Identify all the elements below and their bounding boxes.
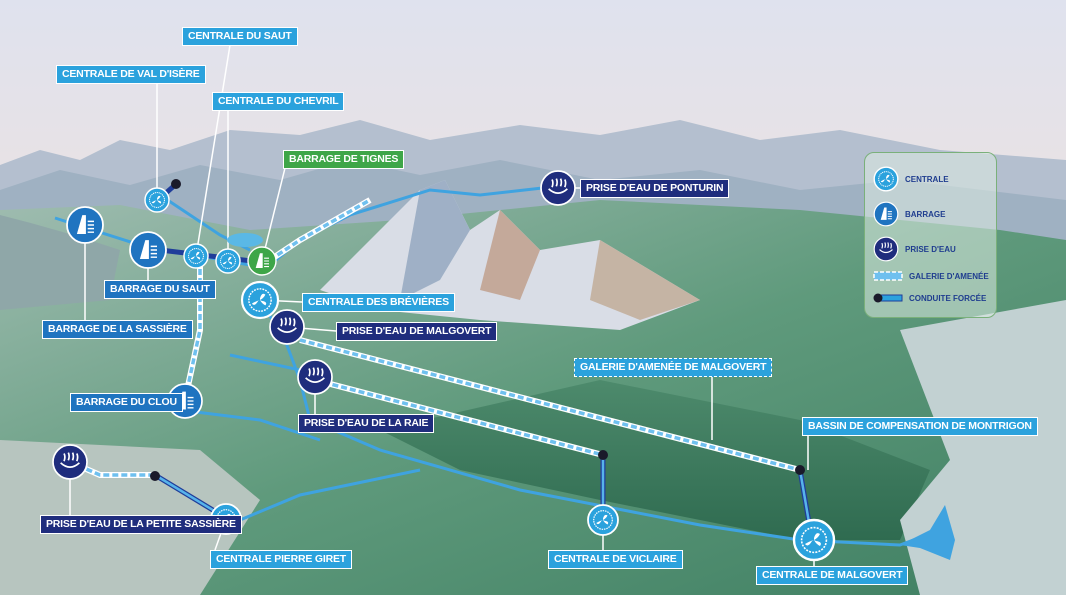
centrale-val-isere-icon[interactable] [145, 188, 169, 212]
barrage-tignes-icon[interactable] [247, 246, 277, 276]
prise-ponturin-icon[interactable] [540, 170, 576, 206]
conduite-icon [873, 293, 903, 303]
centrale-malgovert-icon[interactable] [794, 520, 834, 560]
prise-icon [873, 236, 899, 262]
label-barrage-du-clou[interactable]: BARRAGE DU CLOU [70, 393, 183, 412]
centrale-du-chevril-icon[interactable] [216, 249, 240, 273]
label-centrale-val-isere[interactable]: CENTRALE DE VAL D'ISÈRE [56, 65, 206, 84]
label-centrale-du-chevril[interactable]: CENTRALE DU CHEVRIL [212, 92, 345, 111]
barrage-icon [873, 201, 899, 227]
legend-item-centrale: CENTRALE [873, 166, 949, 192]
centrale-viclaire-icon[interactable] [588, 505, 618, 535]
legend-label: GALERIE D'AMENÉE [909, 271, 989, 281]
centrale-brevieres-icon[interactable] [242, 282, 278, 318]
legend: CENTRALE BARRAGE PRISE D'EAU GALERIE D'A… [864, 152, 997, 318]
prise-petite-sassiere-icon[interactable] [52, 444, 88, 480]
label-centrale-malgovert[interactable]: CENTRALE DE MALGOVERT [756, 566, 909, 585]
legend-label: BARRAGE [905, 209, 946, 219]
label-prise-ponturin[interactable]: PRISE D'EAU DE PONTURIN [580, 179, 730, 198]
label-centrale-brevieres[interactable]: CENTRALE DES BRÉVIÈRES [302, 293, 455, 312]
legend-label: CONDUITE FORCÉE [909, 293, 987, 303]
legend-item-galerie: GALERIE D'AMENÉE [873, 271, 989, 281]
barrage-du-saut-icon[interactable] [130, 232, 166, 268]
centrale-icon [873, 166, 899, 192]
legend-label: PRISE D'EAU [905, 244, 956, 254]
prise-malgovert-icon[interactable] [269, 309, 305, 345]
legend-item-prise: PRISE D'EAU [873, 236, 956, 262]
label-barrage-du-saut[interactable]: BARRAGE DU SAUT [104, 280, 216, 299]
centrale-du-saut-icon[interactable] [184, 244, 208, 268]
prise-raie-icon[interactable] [297, 359, 333, 395]
label-bassin-montrigon[interactable]: BASSIN DE COMPENSATION DE MONTRIGON [802, 417, 1038, 436]
galerie-icon [873, 271, 903, 281]
label-centrale-viclaire[interactable]: CENTRALE DE VICLAIRE [548, 550, 683, 569]
legend-label: CENTRALE [905, 174, 949, 184]
label-galerie-malgovert[interactable]: GALERIE D'AMENÉE DE MALGOVERT [574, 358, 773, 377]
label-barrage-sassiere[interactable]: BARRAGE DE LA SASSIÈRE [42, 320, 193, 339]
label-barrage-de-tignes[interactable]: BARRAGE DE TIGNES [283, 150, 405, 169]
label-centrale-pierre-giret[interactable]: CENTRALE PIERRE GIRET [210, 550, 352, 569]
label-prise-petite-sassiere[interactable]: PRISE D'EAU DE LA PETITE SASSIÈRE [40, 515, 242, 534]
label-prise-raie[interactable]: PRISE D'EAU DE LA RAIE [298, 414, 435, 433]
barrage-sassiere-icon[interactable] [67, 207, 103, 243]
label-prise-malgovert[interactable]: PRISE D'EAU DE MALGOVERT [336, 322, 498, 341]
legend-item-conduite: CONDUITE FORCÉE [873, 293, 986, 303]
legend-item-barrage: BARRAGE [873, 201, 945, 227]
label-centrale-du-saut[interactable]: CENTRALE DU SAUT [182, 27, 298, 46]
